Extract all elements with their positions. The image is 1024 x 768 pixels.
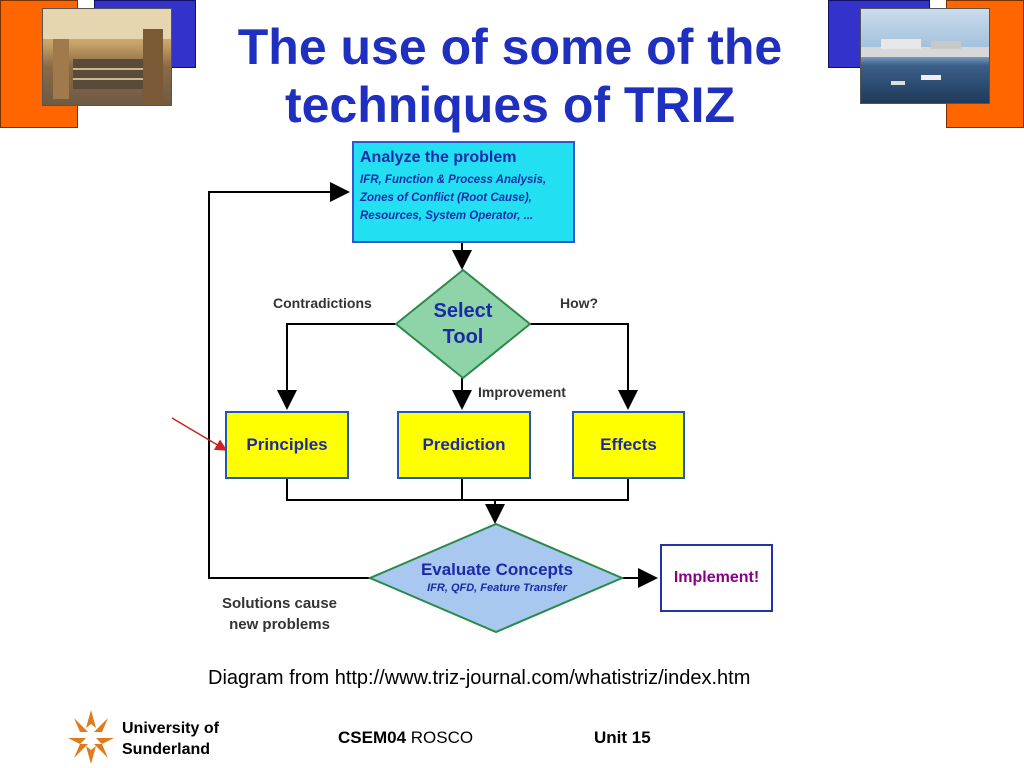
solutions-line-1: Solutions cause: [222, 595, 338, 612]
principles-box: Principles: [225, 411, 349, 479]
analyze-line-3: Resources, System Operator, ...: [360, 210, 534, 222]
evaluate-concepts-diamond: [367, 522, 625, 634]
effects-box: Effects: [572, 411, 685, 479]
diagram-caption: Diagram from http://www.triz-journal.com…: [208, 667, 751, 689]
university-name: University of Sunderland: [122, 718, 219, 760]
analyze-line-2: Zones of Conflict (Root Cause),: [360, 192, 532, 204]
implement-box: Implement!: [660, 544, 773, 612]
course-label: CSEM04 ROSCO: [338, 728, 473, 748]
prediction-box: Prediction: [397, 411, 531, 479]
office-photo: [42, 8, 172, 106]
slide-title: The use of some of the techniques of TRI…: [237, 19, 783, 133]
evaluate-concepts-label: Evaluate Concepts IFR, QFD, Feature Tran…: [400, 560, 594, 596]
course-code: CSEM04: [338, 728, 407, 747]
analyze-title: Analyze the problem: [360, 149, 517, 166]
select-tool-line-1: Select: [433, 300, 493, 322]
analyze-problem-box: Analyze the problem IFR, Function & Proc…: [352, 141, 575, 243]
contradictions-label: Contradictions: [273, 295, 372, 311]
course-name: ROSCO: [410, 728, 474, 747]
university-logo-icon: [68, 710, 114, 764]
improvement-label: Improvement: [478, 384, 566, 400]
how-label: How?: [560, 295, 599, 311]
university-line-1: University of: [122, 720, 219, 737]
select-tool-label: Select Tool: [418, 298, 508, 350]
university-line-2: Sunderland: [122, 741, 211, 758]
unit-label: Unit 15: [594, 728, 651, 747]
solutions-line-2: new problems: [229, 616, 330, 633]
evaluate-title: Evaluate Concepts: [420, 560, 574, 579]
harbour-photo: [860, 8, 990, 104]
select-tool-line-2: Tool: [442, 326, 484, 348]
solutions-label: Solutions cause new problems: [222, 593, 337, 635]
analyze-line-1: IFR, Function & Process Analysis,: [360, 174, 547, 186]
evaluate-subtitle: IFR, QFD, Feature Transfer: [427, 582, 567, 594]
select-tool-diamond: [394, 268, 532, 380]
